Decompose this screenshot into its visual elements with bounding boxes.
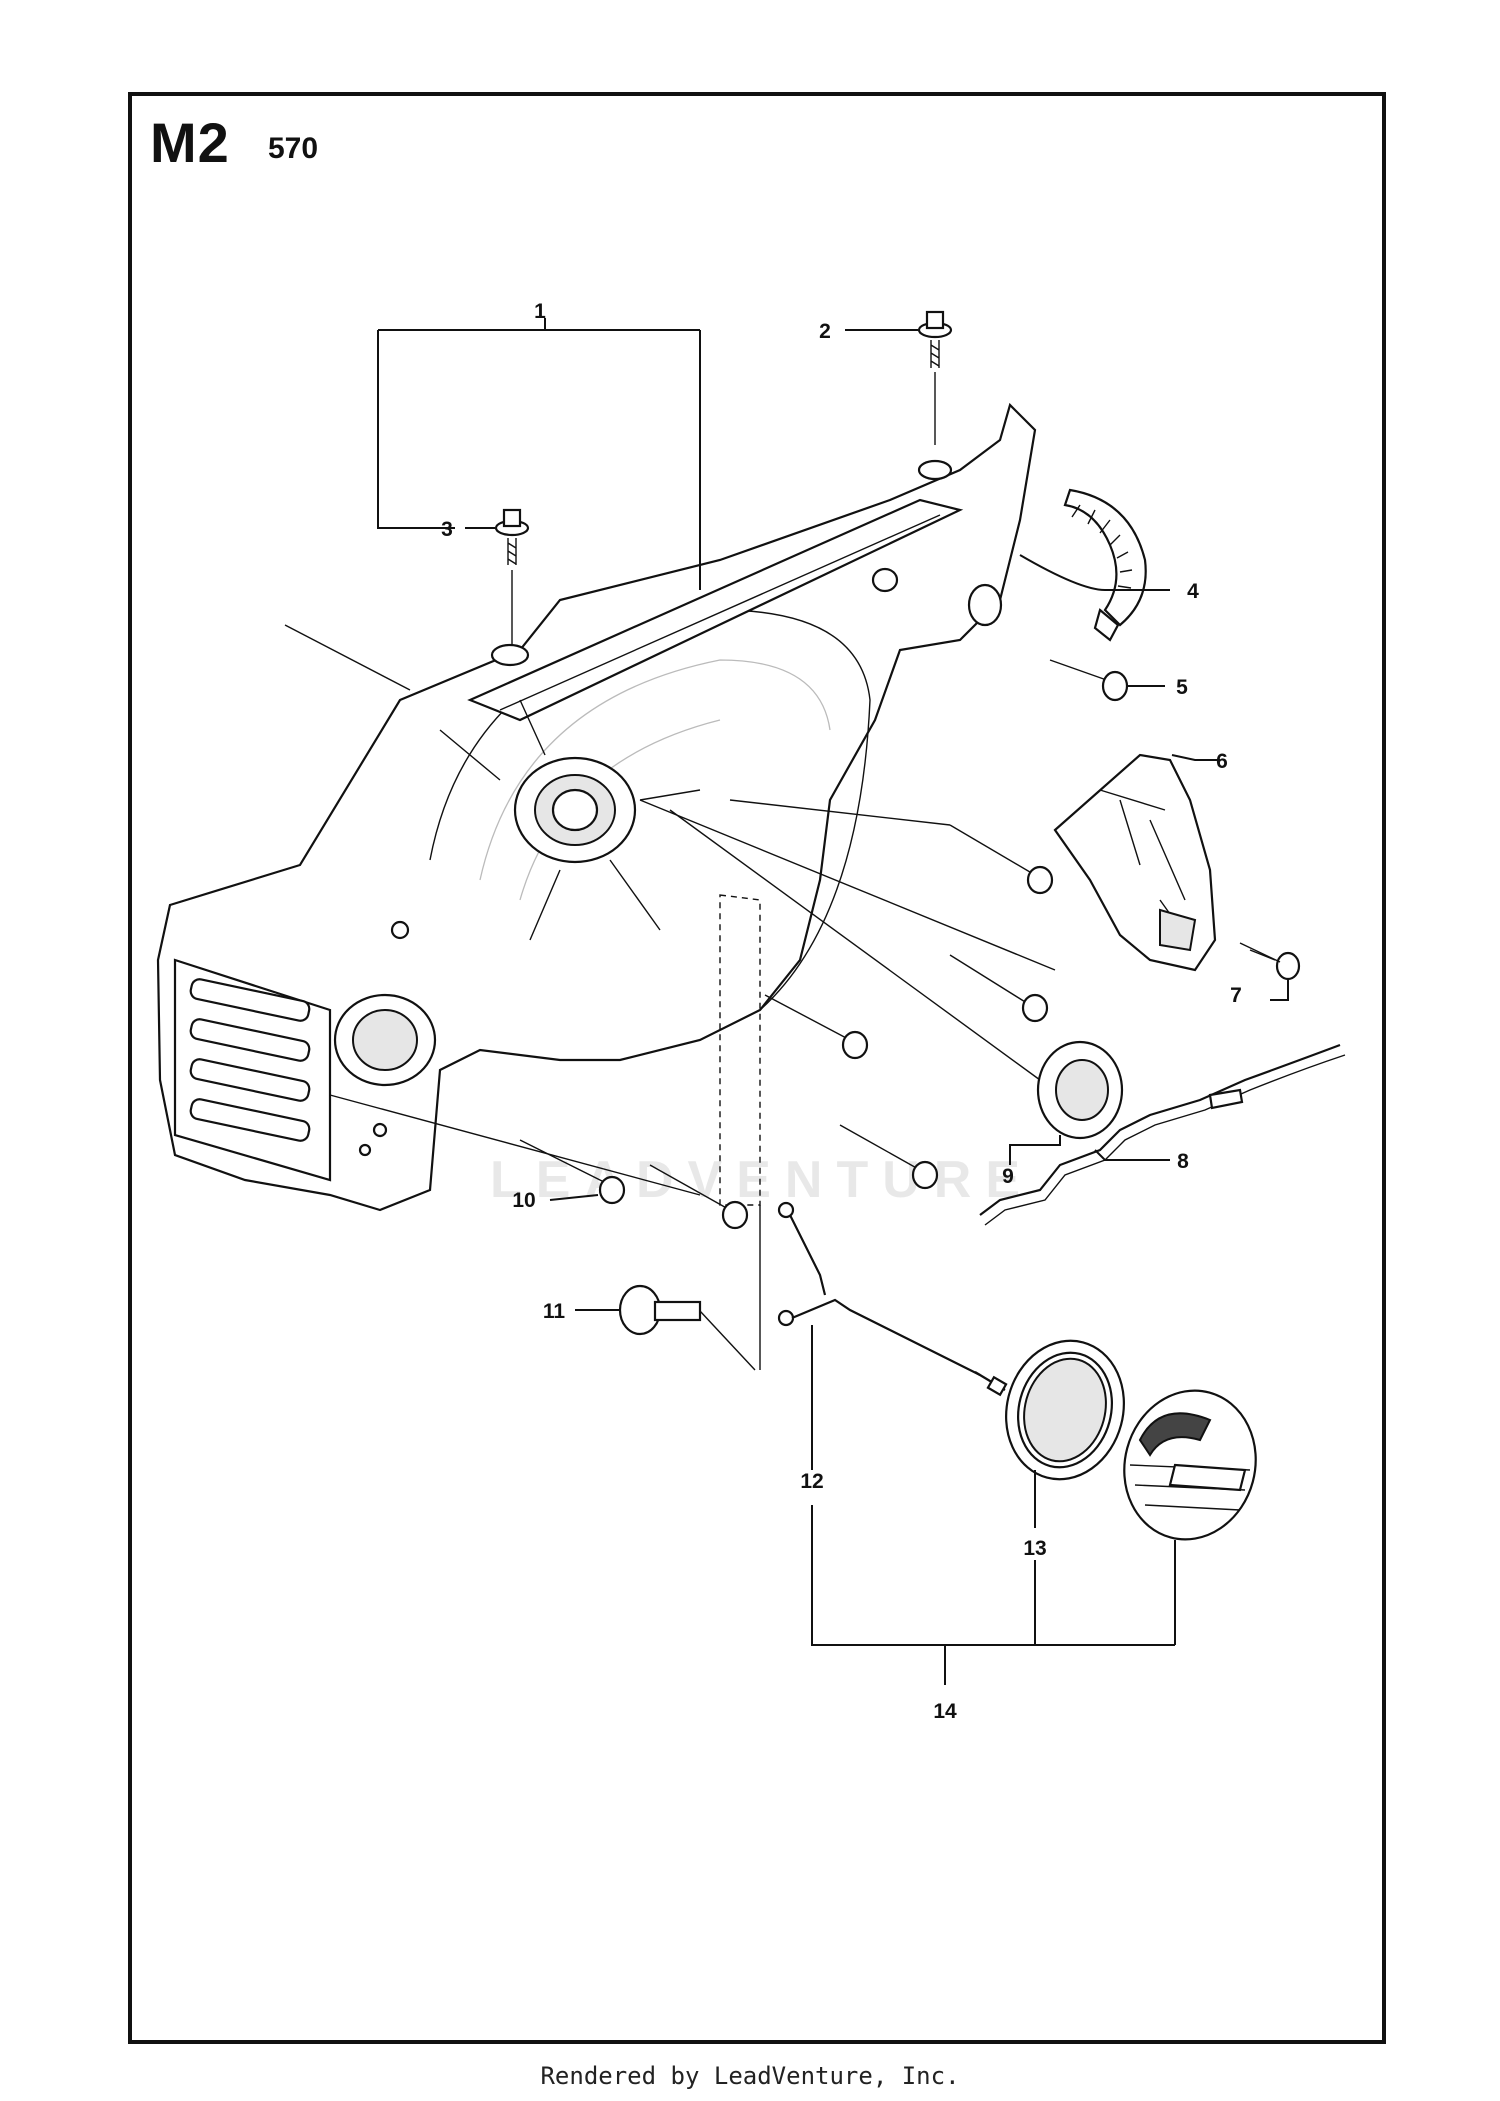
- oil-pipe-8-drawing: [979, 1043, 1346, 1226]
- callout-9: 9: [1002, 1165, 1014, 1188]
- callout-2: 2: [819, 320, 831, 343]
- pickup-12-drawing: [777, 1201, 1008, 1470]
- callout-14: 14: [933, 1700, 957, 1723]
- long-bolts-drawing: [329, 799, 1056, 1230]
- diagram-frame: [128, 92, 1386, 2044]
- model-number: 570: [268, 132, 319, 165]
- callout-7: 7: [1230, 984, 1242, 1007]
- callout-1: 1: [534, 300, 546, 323]
- oil-cap-drawing: [1123, 1389, 1257, 1645]
- seal-13-drawing: [1005, 1339, 1125, 1645]
- screw-3-drawing: [465, 508, 530, 645]
- callout-3: 3: [441, 518, 453, 541]
- callout-4: 4: [1187, 580, 1199, 603]
- page-code: M2: [150, 111, 230, 174]
- callout-6: 6: [1216, 750, 1228, 773]
- guard-6-drawing: [1053, 753, 1220, 972]
- footer-credit: Rendered by LeadVenture, Inc.: [540, 2062, 960, 2090]
- callout-11: 11: [543, 1300, 566, 1323]
- callout-10: 10: [512, 1189, 535, 1212]
- callout-5: 5: [1176, 676, 1188, 699]
- screw-5-drawing: [1049, 659, 1165, 702]
- screw-10-drawing: [549, 1194, 599, 1201]
- screw-7-drawing: [1239, 942, 1301, 1001]
- clip-4-drawing: [1019, 488, 1170, 642]
- screw-2-drawing: [845, 310, 953, 445]
- crankcase-drawing: [156, 402, 1037, 1370]
- callout-12: 12: [800, 1470, 823, 1493]
- callout-8: 8: [1177, 1150, 1189, 1173]
- bushing-9-drawing: [1009, 1040, 1124, 1165]
- plug-11-drawing: [575, 1284, 756, 1371]
- callout-13: 13: [1023, 1537, 1046, 1560]
